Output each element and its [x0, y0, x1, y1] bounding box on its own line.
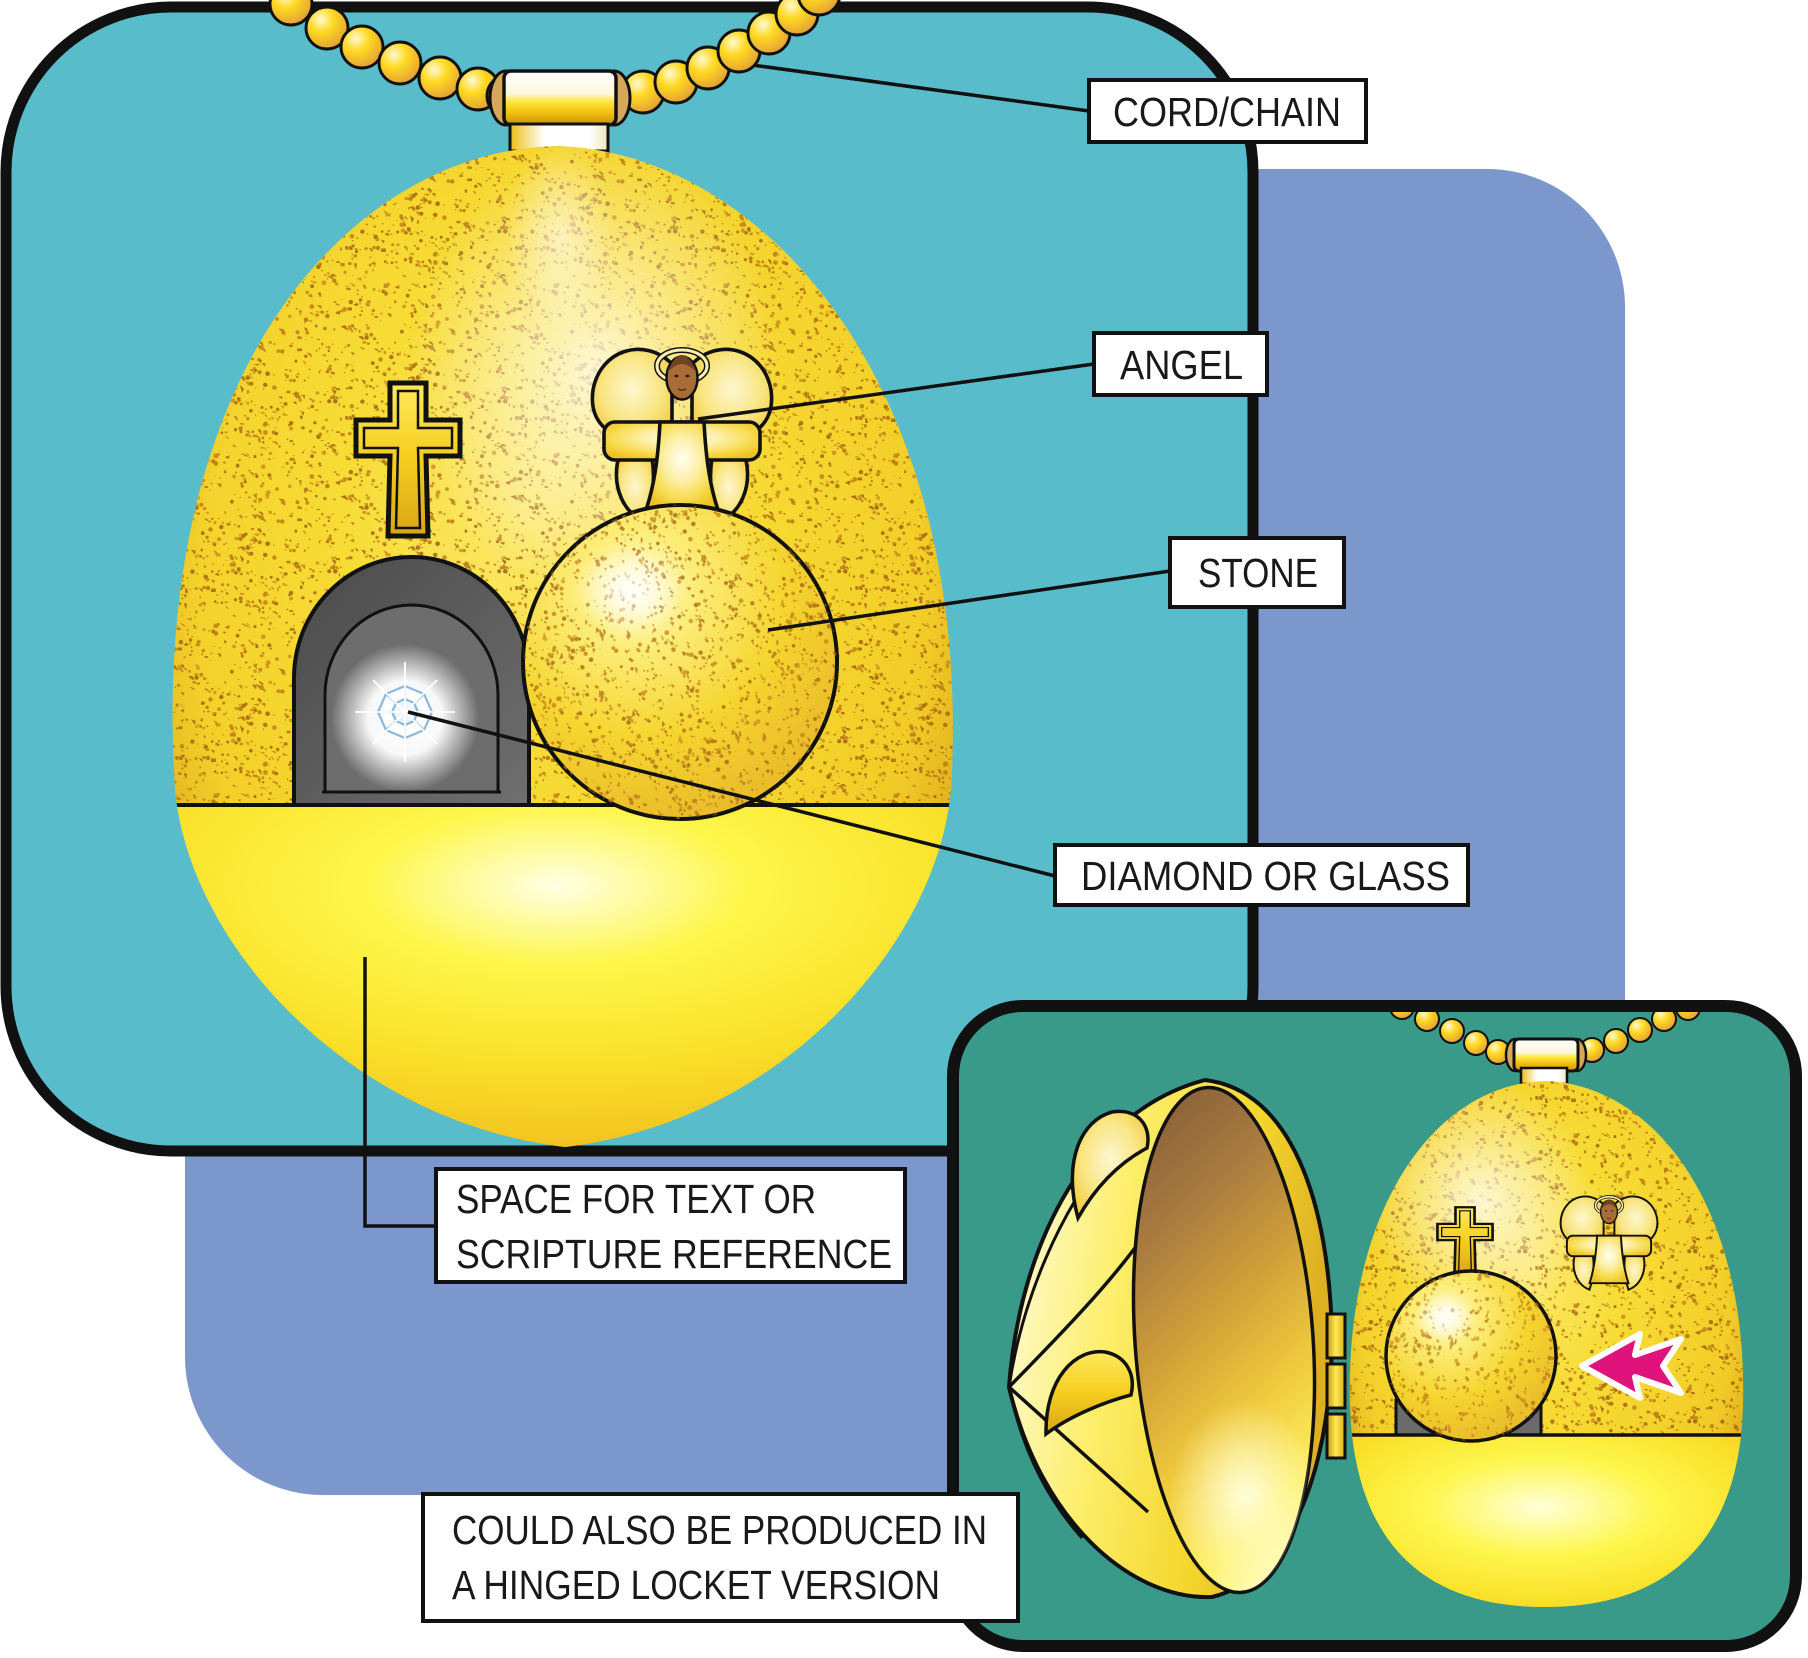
svg-text:STONE: STONE [1198, 550, 1318, 596]
svg-text:SPACE FOR TEXT OR: SPACE FOR TEXT OR [456, 1176, 816, 1222]
svg-text:ANGEL: ANGEL [1120, 342, 1243, 388]
svg-text:SCRIPTURE REFERENCE: SCRIPTURE REFERENCE [456, 1231, 892, 1277]
svg-text:DIAMOND OR GLASS: DIAMOND OR GLASS [1081, 853, 1450, 899]
svg-text:A HINGED LOCKET VERSION: A HINGED LOCKET VERSION [452, 1562, 940, 1608]
svg-text:COULD ALSO BE PRODUCED IN: COULD ALSO BE PRODUCED IN [452, 1507, 987, 1553]
svg-text:CORD/CHAIN: CORD/CHAIN [1113, 89, 1341, 135]
